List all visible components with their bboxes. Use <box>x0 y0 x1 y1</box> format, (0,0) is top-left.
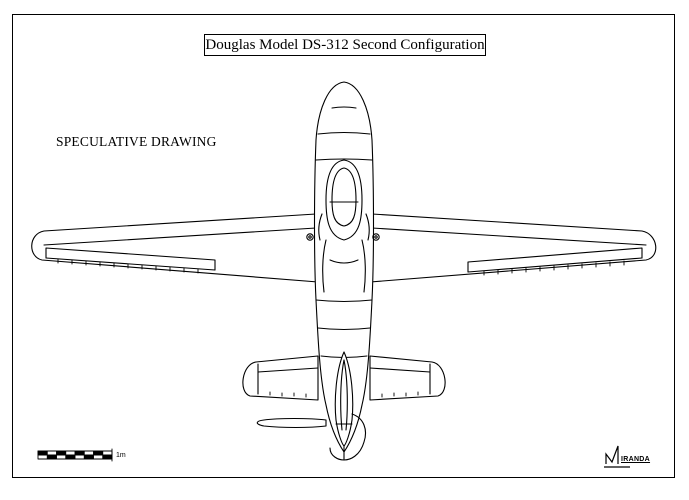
nacelle-fairings <box>318 213 370 293</box>
right-aileron <box>467 247 643 273</box>
horizontal-stabilizer <box>242 355 446 401</box>
elevator-ticks <box>269 391 419 398</box>
speculative-drawing-label: SPECULATIVE DRAWING <box>56 134 217 149</box>
logo-text: IRANDA <box>621 456 651 463</box>
left-aileron <box>45 247 216 271</box>
main-wing <box>31 213 657 283</box>
canopy <box>325 159 363 241</box>
miranda-logo-icon <box>604 445 630 468</box>
right-aileron-ticks <box>483 260 625 276</box>
scale-bar <box>37 448 113 462</box>
sheet-border <box>12 14 675 478</box>
tail-cone <box>256 413 367 461</box>
scale-bar-label: 1m <box>116 452 126 459</box>
title-box: Douglas Model DS-312 Second Configuratio… <box>204 34 486 56</box>
left-aileron-ticks <box>57 258 199 274</box>
drawing-title: Douglas Model DS-312 Second Configuratio… <box>205 36 485 53</box>
wing-fittings <box>306 233 380 241</box>
